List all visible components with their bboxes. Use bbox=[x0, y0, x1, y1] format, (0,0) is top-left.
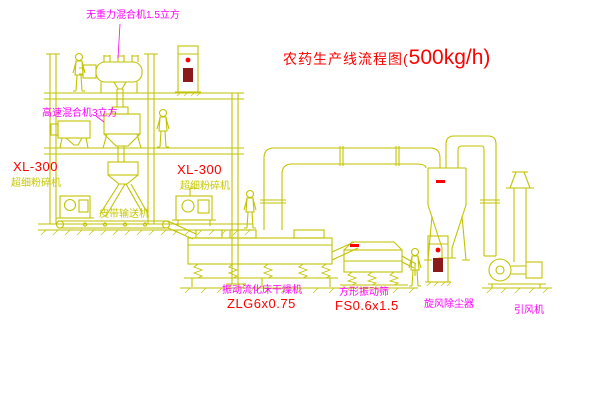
person-figure bbox=[243, 189, 257, 229]
draft-fan bbox=[482, 255, 552, 294]
fluid-bed-dryer bbox=[180, 229, 418, 294]
exhaust-duct bbox=[260, 146, 441, 230]
high-speed-mixer bbox=[102, 106, 142, 162]
drawing-title: 农药生产线流程图(500kg/h) bbox=[283, 46, 490, 70]
label-draft-fan: 引风机 bbox=[514, 305, 544, 316]
building-structure bbox=[38, 53, 252, 289]
control-cabinet-bottom bbox=[425, 235, 452, 287]
label-vibrating-screen: 方形振动筛 bbox=[339, 287, 389, 298]
cyclone bbox=[424, 135, 500, 261]
label-mill-center-model: XL-300 bbox=[177, 162, 222, 177]
cyclone-tag-mark bbox=[436, 180, 445, 183]
cabinet-top-button bbox=[185, 57, 191, 63]
label-screen-model: FS0.6x1.5 bbox=[335, 298, 399, 313]
leader-lines bbox=[95, 23, 121, 123]
belt-conveyor bbox=[55, 220, 171, 229]
person-figure bbox=[72, 52, 86, 92]
title-capacity: 500kg/h) bbox=[408, 46, 491, 69]
vibrating-screen bbox=[340, 241, 417, 286]
stack bbox=[506, 171, 534, 262]
cabinet-panels bbox=[183, 68, 443, 272]
label-belt-conveyor: 皮带输送机 bbox=[99, 209, 149, 220]
label-dryer-model: ZLG6x0.75 bbox=[227, 296, 296, 311]
gravity-mixer bbox=[79, 55, 143, 107]
cabinet-bottom-button bbox=[435, 247, 441, 253]
workers bbox=[72, 52, 422, 287]
control-cabinet-top bbox=[175, 45, 202, 97]
splitter-hopper bbox=[99, 161, 149, 217]
machine-mid-left bbox=[50, 120, 91, 149]
screen-tag-mark bbox=[350, 244, 359, 247]
title-text: 农药生产线流程图( bbox=[283, 51, 409, 67]
mill-center bbox=[172, 187, 216, 226]
label-mill-center-name: 超细粉碎机 bbox=[180, 181, 230, 192]
label-fluid-bed-dryer: 振动流化床干燥机 bbox=[222, 285, 302, 296]
mill-left bbox=[56, 195, 94, 219]
dryer-feed-chute bbox=[167, 220, 197, 240]
indicator-marks bbox=[185, 57, 445, 253]
label-cyclone: 旋风除尘器 bbox=[424, 299, 474, 310]
label-mill-left-name: 超细粉碎机 bbox=[11, 178, 61, 189]
label-gravity-mixer: 无重力混合机1.5立方 bbox=[86, 10, 180, 21]
person-figure bbox=[156, 108, 170, 148]
label-high-speed-mixer: 高速混合机3立方 bbox=[42, 108, 118, 119]
label-mill-left-model: XL-300 bbox=[13, 159, 58, 174]
